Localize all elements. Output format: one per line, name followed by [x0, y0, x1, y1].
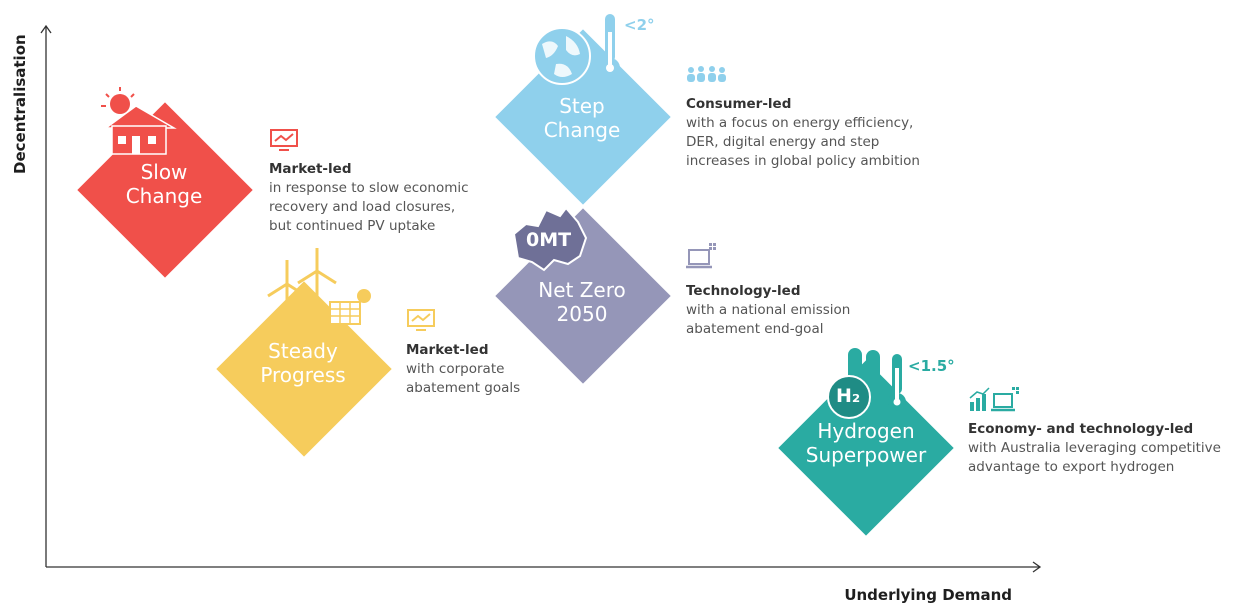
- net-zero-title: Net Zero 2050: [538, 278, 626, 326]
- thermometer-icon: [600, 14, 620, 78]
- steady-progress-description: Market-led with corporate abatement goal…: [406, 342, 521, 396]
- y-axis-arrow: [40, 24, 52, 34]
- h2-label: H₂: [836, 385, 861, 407]
- market-chart-icon: [407, 309, 435, 331]
- step-change-description: Consumer-led with a focus on energy effi…: [686, 96, 920, 169]
- net-zero-badge: 0MT: [526, 229, 572, 251]
- x-axis-label: Underlying Demand: [844, 586, 1012, 604]
- australia-map-icon: [512, 206, 588, 272]
- hydrogen-badge: <1.5°: [908, 357, 955, 375]
- hydrogen-superpower-description: Economy- and technology-led with Austral…: [968, 421, 1221, 475]
- market-chart-icon: [270, 129, 298, 151]
- wind-solar-icon: [267, 248, 371, 334]
- net-zero-description: Technology-led with a national emission …: [686, 283, 851, 337]
- steady-progress-title: Steady Progress: [260, 339, 346, 387]
- laptop-icon: [686, 243, 716, 269]
- slow-change-title: Slow Change: [125, 160, 203, 208]
- house-solar-icon: [101, 87, 177, 155]
- x-axis-arrow: [1032, 561, 1042, 573]
- slow-change-description: Market-led in response to slow economic …: [269, 161, 469, 234]
- step-change-title: Step Change: [543, 94, 621, 142]
- hydrogen-superpower-title: Hydrogen Superpower: [805, 419, 927, 467]
- step-change-badge: <2°: [624, 16, 655, 34]
- globe-icon: [533, 27, 591, 85]
- economy-technology-icon: [969, 387, 1019, 412]
- y-axis-label: Decentralisation: [11, 34, 29, 174]
- h2-molecule-icon: [827, 375, 871, 419]
- people-group-icon: [687, 66, 726, 82]
